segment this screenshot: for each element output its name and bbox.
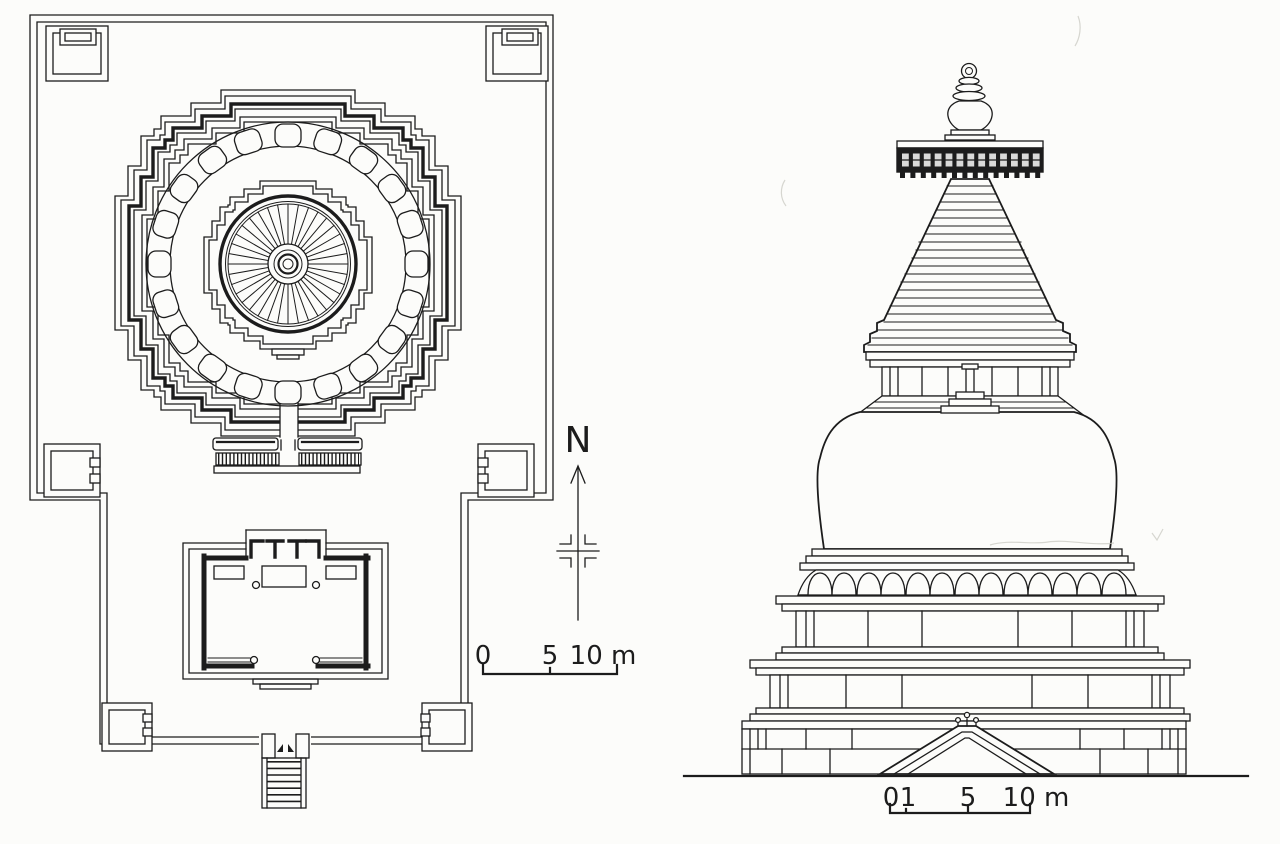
corner-pavilion-top-right: [485, 25, 549, 82]
plan-view: [29, 14, 554, 809]
memorial-hall: [182, 529, 389, 690]
sumeru-throne-lower: [749, 659, 1191, 722]
stair-ramp: [876, 711, 1058, 775]
stupa-canopy: [896, 138, 1044, 178]
sumeru-throne-upper: [775, 595, 1165, 661]
stupa-base-platform: [741, 711, 1187, 775]
stupa-dome: [816, 391, 1118, 550]
corner-pavilion-mid-left: [43, 443, 101, 498]
elevation-view: [682, 15, 1250, 778]
stupa-finial: [944, 62, 996, 141]
plan-scale-0: 0: [475, 641, 492, 671]
entrance-gate-stairs: [259, 733, 311, 809]
lotus-ring: [145, 121, 431, 407]
plan-scale-10m: 10 m: [570, 641, 637, 671]
plan-scale-5: 5: [542, 641, 559, 671]
scan-marks: [780, 15, 1164, 546]
north-arrow-head: [570, 464, 586, 484]
central-dome-wheel: [218, 194, 358, 334]
platform-stair: [212, 437, 363, 474]
corner-pavilion-top-left: [45, 25, 109, 82]
elev-scale-10m: 10 m: [1003, 783, 1070, 813]
corner-pavilion-bottom-right: [420, 702, 473, 752]
hall-pier-symbols: [249, 539, 321, 559]
compass: N: [556, 420, 600, 621]
elevation-scale-bar: 0 1 5 10 m: [883, 783, 1070, 815]
corner-pavilion-bottom-left: [101, 702, 153, 752]
stupa-spire: [863, 178, 1077, 353]
crosshair-icon: [556, 534, 600, 568]
inner-stepped-platform: [203, 180, 373, 360]
elev-scale-0: 0: [883, 783, 900, 813]
stupa-platform-terraces: [114, 89, 462, 438]
enclosure-wall: [29, 14, 554, 745]
north-label: N: [565, 420, 592, 461]
spire-rings: [867, 185, 1073, 346]
elev-scale-5: 5: [960, 783, 977, 813]
corner-pavilion-mid-right: [477, 443, 535, 498]
plan-scale-bar: 0 5 10 m: [475, 641, 637, 676]
dome-base-rings: [799, 548, 1135, 571]
lotus-petal-band: [797, 569, 1137, 596]
elev-scale-1: 1: [900, 783, 917, 813]
